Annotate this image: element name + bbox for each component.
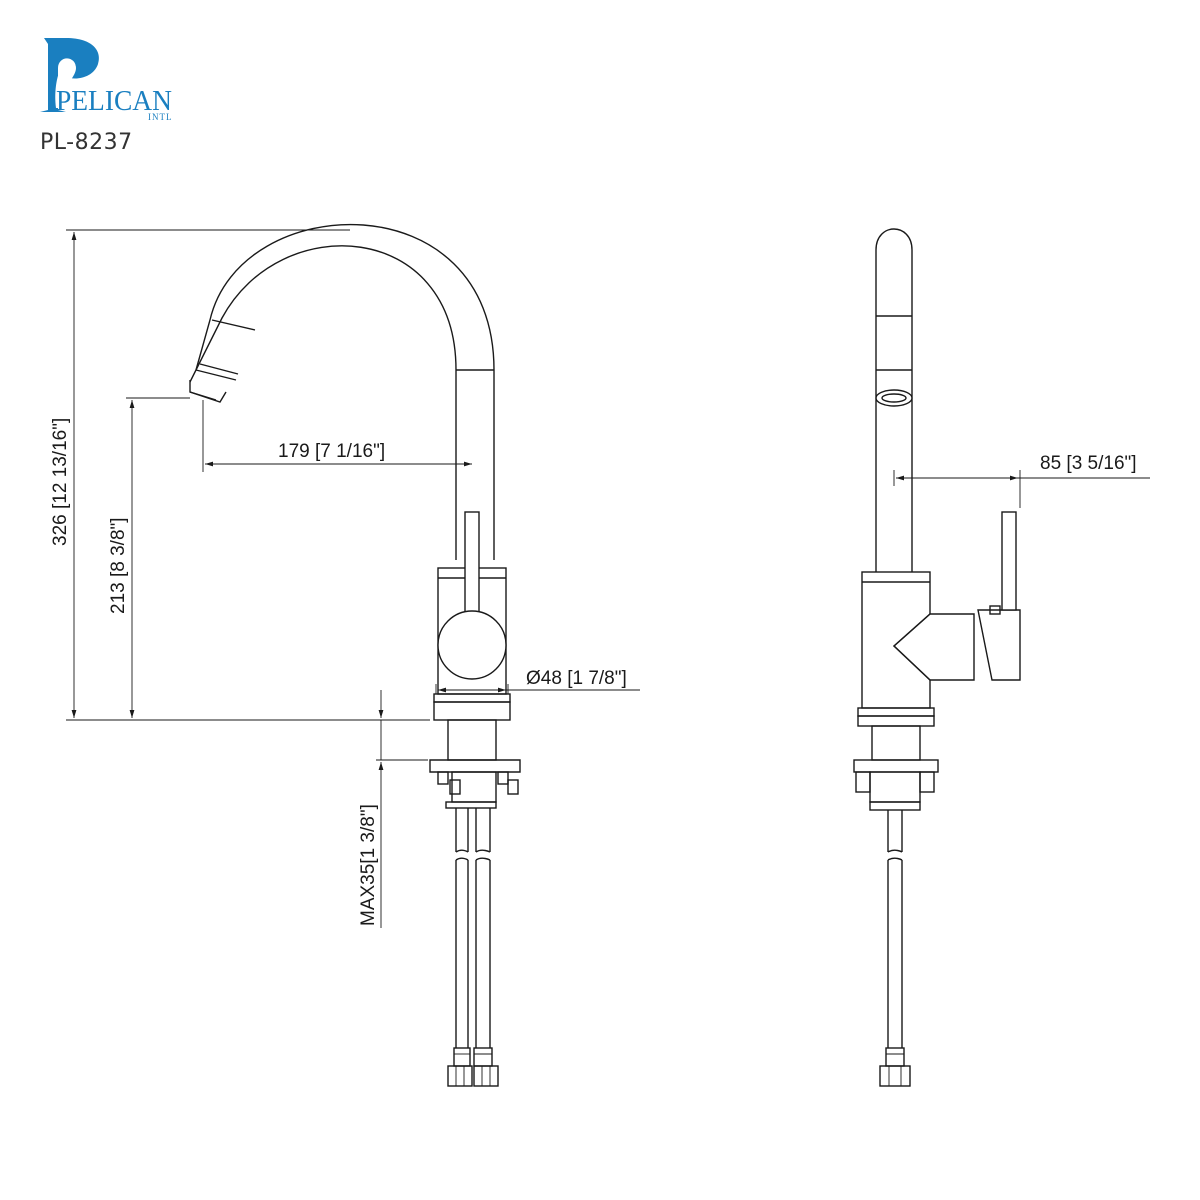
base-diameter-label: Ø48 [1 7/8"] xyxy=(526,668,627,689)
spout-height-label: 213 [8 3/8"] xyxy=(108,517,129,614)
pelican-bird-icon xyxy=(55,60,76,108)
max-deck-label: MAX35[1 3/8"] xyxy=(358,804,379,926)
side-view: 85 [3 5/16"] xyxy=(853,228,1150,1087)
dim-max-deck: MAX35[1 3/8"] xyxy=(358,690,428,928)
brand-name: PELICAN xyxy=(56,86,172,117)
dim-base-diameter: Ø48 [1 7/8"] xyxy=(435,668,640,694)
handle-offset-label: 85 [3 5/16"] xyxy=(1040,453,1137,474)
total-height-label: 326 [12 13/16"] xyxy=(50,418,71,546)
spout xyxy=(189,223,495,560)
side-mounting-hardware xyxy=(853,725,939,1087)
front-view: 326 [12 13/16"] 213 [8 3/8"] 179 [7 1/16… xyxy=(50,223,640,1087)
dim-handle-offset: 85 [3 5/16"] xyxy=(893,453,1150,508)
mounting-hardware xyxy=(429,719,521,1087)
brand-sub: INTL xyxy=(148,112,173,122)
side-body xyxy=(857,511,1021,727)
dim-spout-height: 213 [8 3/8"] xyxy=(108,397,190,718)
pelican-logo-p-icon xyxy=(40,38,99,112)
spout-reach-label: 179 [7 1/16"] xyxy=(278,441,385,462)
dim-spout-reach: 179 [7 1/16"] xyxy=(202,400,472,472)
dim-total-height: 326 [12 13/16"] xyxy=(50,229,430,721)
side-spout xyxy=(875,228,913,572)
model-number: PL-8237 xyxy=(40,130,133,155)
faucet-body xyxy=(433,511,511,721)
pelican-logo: PELICAN INTL xyxy=(36,34,186,124)
